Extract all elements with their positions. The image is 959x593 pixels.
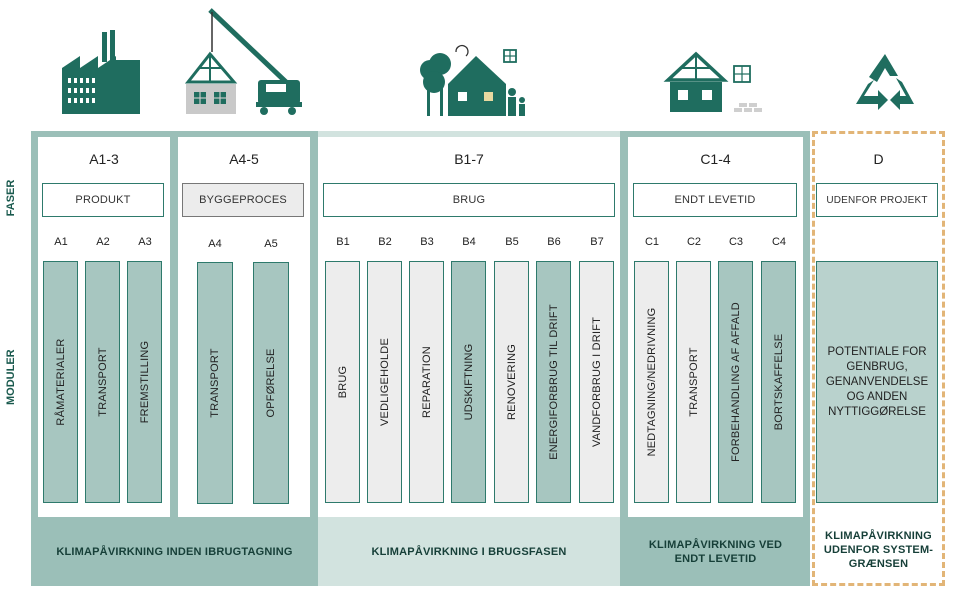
house-family-icon [420,44,525,116]
module-code-a4: A4 [208,238,222,250]
module-code-c1: C1 [644,236,660,248]
module-c3-label: FORBEHANDLING AF AFFALD [729,302,742,462]
module-code-b1: B1 [336,236,350,248]
module-code-a1: A1 [54,236,68,248]
demolition-house-icon [663,51,762,112]
module-a1: RÅMATERIALER [43,261,78,503]
module-b7: VANDFORBRUG I DRIFT [579,261,614,503]
factory-icon [62,30,140,114]
module-c4-label: BORTSKAFFELSE [772,333,785,431]
module-code-b2: B2 [378,236,392,248]
module-b5-label: RENOVERING [505,344,518,420]
module-c4: BORTSKAFFELSE [761,261,796,503]
stage-endt-levetid: ENDT LEVETID [633,183,797,217]
module-c2-label: TRANSPORT [687,347,700,417]
row-label-phases: FASER [5,179,17,217]
module-b3-label: REPARATION [420,346,433,418]
footer-a: KLIMAPÅVIRKNING INDEN IBRUGTAGNING [56,545,293,558]
module-code-b5: B5 [505,236,519,248]
module-a5: OPFØRELSE [253,262,289,504]
module-a4-label: TRANSPORT [209,348,221,418]
module-a4: TRANSPORT [197,262,233,504]
stage-byggeproces: BYGGEPROCES [182,183,304,217]
phase-code-a4-5: A4-5 [229,151,259,167]
module-a5-label: OPFØRELSE [265,348,277,418]
module-a3-label: FREMSTILLING [138,340,151,424]
module-code-b7: B7 [590,236,604,248]
module-b6: ENERGIFORBRUG TIL DRIFT [536,261,571,503]
module-code-c2: C2 [686,236,702,248]
phase-code-b1-7: B1-7 [454,151,484,167]
stage-produkt: PRODUKT [42,183,164,217]
module-b7-label: VANDFORBRUG I DRIFT [590,316,603,448]
module-code-b3: B3 [420,236,434,248]
module-code-a2: A2 [96,236,110,248]
module-d-box: POTENTIALE FOR GENBRUG, GENANVENDELSE OG… [816,261,938,503]
phase-code-d: D [873,151,884,167]
module-b1: BRUG [325,261,360,503]
module-c1-label: NEDTAGNING/NEDRIVNING [645,307,658,457]
footer-b: KLIMAPÅVIRKNING I BRUGSFASEN [371,545,567,558]
module-a2-label: TRANSPORT [96,347,109,417]
module-b2: VEDLIGEHOLDE [367,261,402,503]
stage-brug: BRUG [323,183,615,217]
module-a1-label: RÅMATERIALER [54,338,67,426]
stage-udenfor-projekt: UDENFOR PROJEKT [816,183,938,217]
module-code-a3: A3 [138,236,152,248]
module-b1-label: BRUG [336,365,349,399]
row-label-modules: MODULER [5,349,17,405]
module-a2: TRANSPORT [85,261,120,503]
module-c3: FORBEHANDLING AF AFFALD [718,261,753,503]
module-code-b4: B4 [462,236,476,248]
module-c2: TRANSPORT [676,261,711,503]
module-b5: RENOVERING [494,261,529,503]
recycle-icon [856,54,914,110]
module-b2-label: VEDLIGEHOLDE [378,338,391,426]
footer-c: KLIMAPÅVIRKNING VED ENDT LEVETID [648,538,783,565]
module-code-c3: C3 [728,236,744,248]
footer-d: KLIMAPÅVIRKNING UDENFOR SYSTEM-GRÆNSEN [823,529,934,570]
module-code-b6: B6 [547,236,561,248]
module-c1: NEDTAGNING/NEDRIVNING [634,261,669,503]
module-b4-label: UDSKIFTNING [462,343,475,421]
phase-code-c1-4: C1-4 [700,151,731,167]
module-code-a5: A5 [264,238,278,250]
boundary-d-dashed [812,131,945,586]
module-a3: FREMSTILLING [127,261,162,503]
phase-code-a1-3: A1-3 [89,151,119,167]
module-code-c4: C4 [771,236,787,248]
module-b6-label: ENERGIFORBRUG TIL DRIFT [547,304,560,460]
module-b4: UDSKIFTNING [451,261,486,503]
module-b3: REPARATION [409,261,444,503]
crane-house-icon [184,8,302,115]
